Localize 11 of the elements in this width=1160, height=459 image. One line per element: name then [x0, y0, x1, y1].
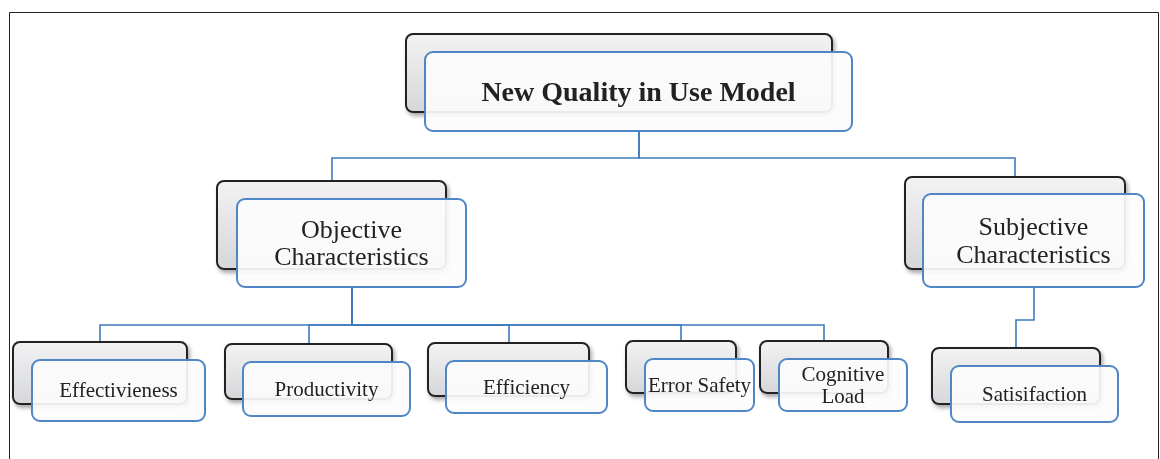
- box-label: Efficiency: [482, 375, 571, 398]
- box-label: Effectivieness: [59, 379, 178, 402]
- box-label: Subjective Characteristics: [955, 213, 1112, 268]
- box-label: Productivity: [274, 377, 379, 400]
- connector-line: [638, 131, 1016, 177]
- box-label: New Quality in Use Model: [481, 76, 796, 107]
- box-label: Cognitive Load: [800, 362, 886, 408]
- box-label: Objective Characteristics: [273, 215, 430, 271]
- box-label: Satisifaction: [982, 382, 1087, 405]
- box-label: Error Safety: [647, 373, 752, 396]
- connector-line: [1015, 287, 1035, 348]
